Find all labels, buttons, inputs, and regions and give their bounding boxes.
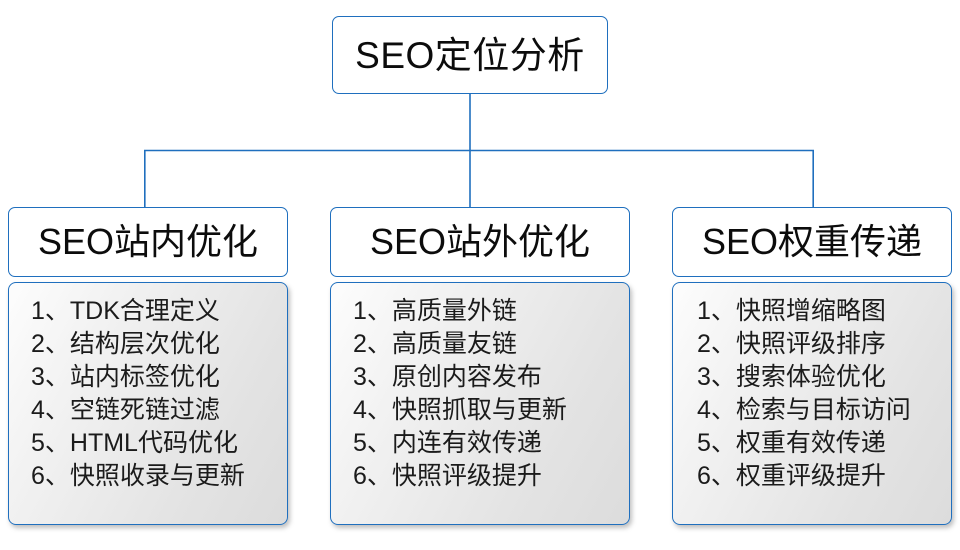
list-item-text: 快照抓取与更新 — [391, 396, 567, 424]
list-item-index: 3、 — [353, 363, 392, 391]
list-item-index: 4、 — [353, 396, 392, 424]
branch-header-1[interactable]: SEO站内优化 — [8, 207, 288, 277]
list-item-text: 检索与目标访问 — [735, 396, 911, 424]
list-item: 6、 快照收录与更新 — [31, 460, 287, 493]
branch-body-1: 1、 TDK合理定义 2、 结构层次优化 3、 站内标签优化 4、 空链死链过滤… — [8, 282, 288, 525]
list-item-text: 快照评级排序 — [735, 330, 886, 358]
root-node[interactable]: SEO定位分析 — [332, 16, 608, 94]
branch-item-list-1: 1、 TDK合理定义 2、 结构层次优化 3、 站内标签优化 4、 空链死链过滤… — [9, 295, 287, 493]
list-item-index: 3、 — [31, 363, 70, 391]
list-item-text: 快照评级提升 — [391, 462, 542, 490]
list-item: 3、 搜索体验优化 — [697, 361, 951, 394]
list-item-index: 2、 — [697, 330, 736, 358]
list-item-index: 2、 — [31, 330, 70, 358]
list-item: 5、 内连有效传递 — [353, 427, 629, 460]
list-item: 2、 高质量友链 — [353, 328, 629, 361]
list-item-text: 高质量外链 — [391, 297, 517, 325]
list-item: 2、 快照评级排序 — [697, 328, 951, 361]
list-item: 1、 TDK合理定义 — [31, 295, 287, 328]
list-item: 6、 权重评级提升 — [697, 460, 951, 493]
list-item-index: 5、 — [353, 429, 392, 457]
list-item-index: 1、 — [697, 297, 736, 325]
list-item: 5、 HTML代码优化 — [31, 427, 287, 460]
list-item: 1、 快照增缩略图 — [697, 295, 951, 328]
list-item-index: 1、 — [353, 297, 392, 325]
list-item-index: 6、 — [697, 462, 736, 490]
list-item-text: 快照收录与更新 — [69, 462, 245, 490]
branch-item-list-3: 1、 快照增缩略图 2、 快照评级排序 3、 搜索体验优化 4、 检索与目标访问… — [673, 295, 951, 493]
list-item-index: 4、 — [31, 396, 70, 424]
list-item-index: 3、 — [697, 363, 736, 391]
list-item: 3、 原创内容发布 — [353, 361, 629, 394]
list-item: 1、 高质量外链 — [353, 295, 629, 328]
list-item-text: 权重有效传递 — [735, 429, 886, 457]
list-item-text: 内连有效传递 — [391, 429, 542, 457]
branch-header-label-3: SEO权重传递 — [701, 221, 923, 262]
list-item-index: 4、 — [697, 396, 736, 424]
list-item-text: 权重评级提升 — [735, 462, 886, 490]
branch-header-2[interactable]: SEO站外优化 — [330, 207, 630, 277]
root-node-label: SEO定位分析 — [355, 34, 585, 76]
list-item-text: 结构层次优化 — [69, 330, 220, 358]
list-item: 4、 空链死链过滤 — [31, 394, 287, 427]
branch-body-3: 1、 快照增缩略图 2、 快照评级排序 3、 搜索体验优化 4、 检索与目标访问… — [672, 282, 952, 525]
list-item: 2、 结构层次优化 — [31, 328, 287, 361]
list-item-text: 原创内容发布 — [391, 363, 542, 391]
branch-header-label-2: SEO站外优化 — [369, 221, 591, 262]
list-item-text: HTML代码优化 — [69, 429, 238, 457]
branch-column-2: SEO站外优化 1、 高质量外链 2、 高质量友链 3、 原创内容发布 4、 快 — [330, 207, 630, 525]
list-item-text: 快照增缩略图 — [735, 297, 886, 325]
list-item-index: 5、 — [31, 429, 70, 457]
list-item-text: TDK合理定义 — [69, 297, 220, 325]
list-item: 5、 权重有效传递 — [697, 427, 951, 460]
branch-body-2: 1、 高质量外链 2、 高质量友链 3、 原创内容发布 4、 快照抓取与更新 5… — [330, 282, 630, 525]
list-item-index: 5、 — [697, 429, 736, 457]
list-item: 4、 检索与目标访问 — [697, 394, 951, 427]
list-item-text: 站内标签优化 — [69, 363, 220, 391]
list-item-text: 搜索体验优化 — [735, 363, 886, 391]
list-item-index: 1、 — [31, 297, 70, 325]
list-item-index: 2、 — [353, 330, 392, 358]
branch-column-3: SEO权重传递 1、 快照增缩略图 2、 快照评级排序 3、 搜索体验优化 4、 — [672, 207, 952, 525]
list-item-index: 6、 — [353, 462, 392, 490]
branch-item-list-2: 1、 高质量外链 2、 高质量友链 3、 原创内容发布 4、 快照抓取与更新 5… — [331, 295, 629, 493]
branch-column-1: SEO站内优化 1、 TDK合理定义 2、 结构层次优化 3、 站内标签优化 4… — [8, 207, 288, 525]
list-item-text: 高质量友链 — [391, 330, 517, 358]
list-item: 3、 站内标签优化 — [31, 361, 287, 394]
list-item: 6、 快照评级提升 — [353, 460, 629, 493]
branch-header-label-1: SEO站内优化 — [37, 221, 259, 262]
list-item-index: 6、 — [31, 462, 70, 490]
list-item-text: 空链死链过滤 — [69, 396, 220, 424]
list-item: 4、 快照抓取与更新 — [353, 394, 629, 427]
branch-header-3[interactable]: SEO权重传递 — [672, 207, 952, 277]
